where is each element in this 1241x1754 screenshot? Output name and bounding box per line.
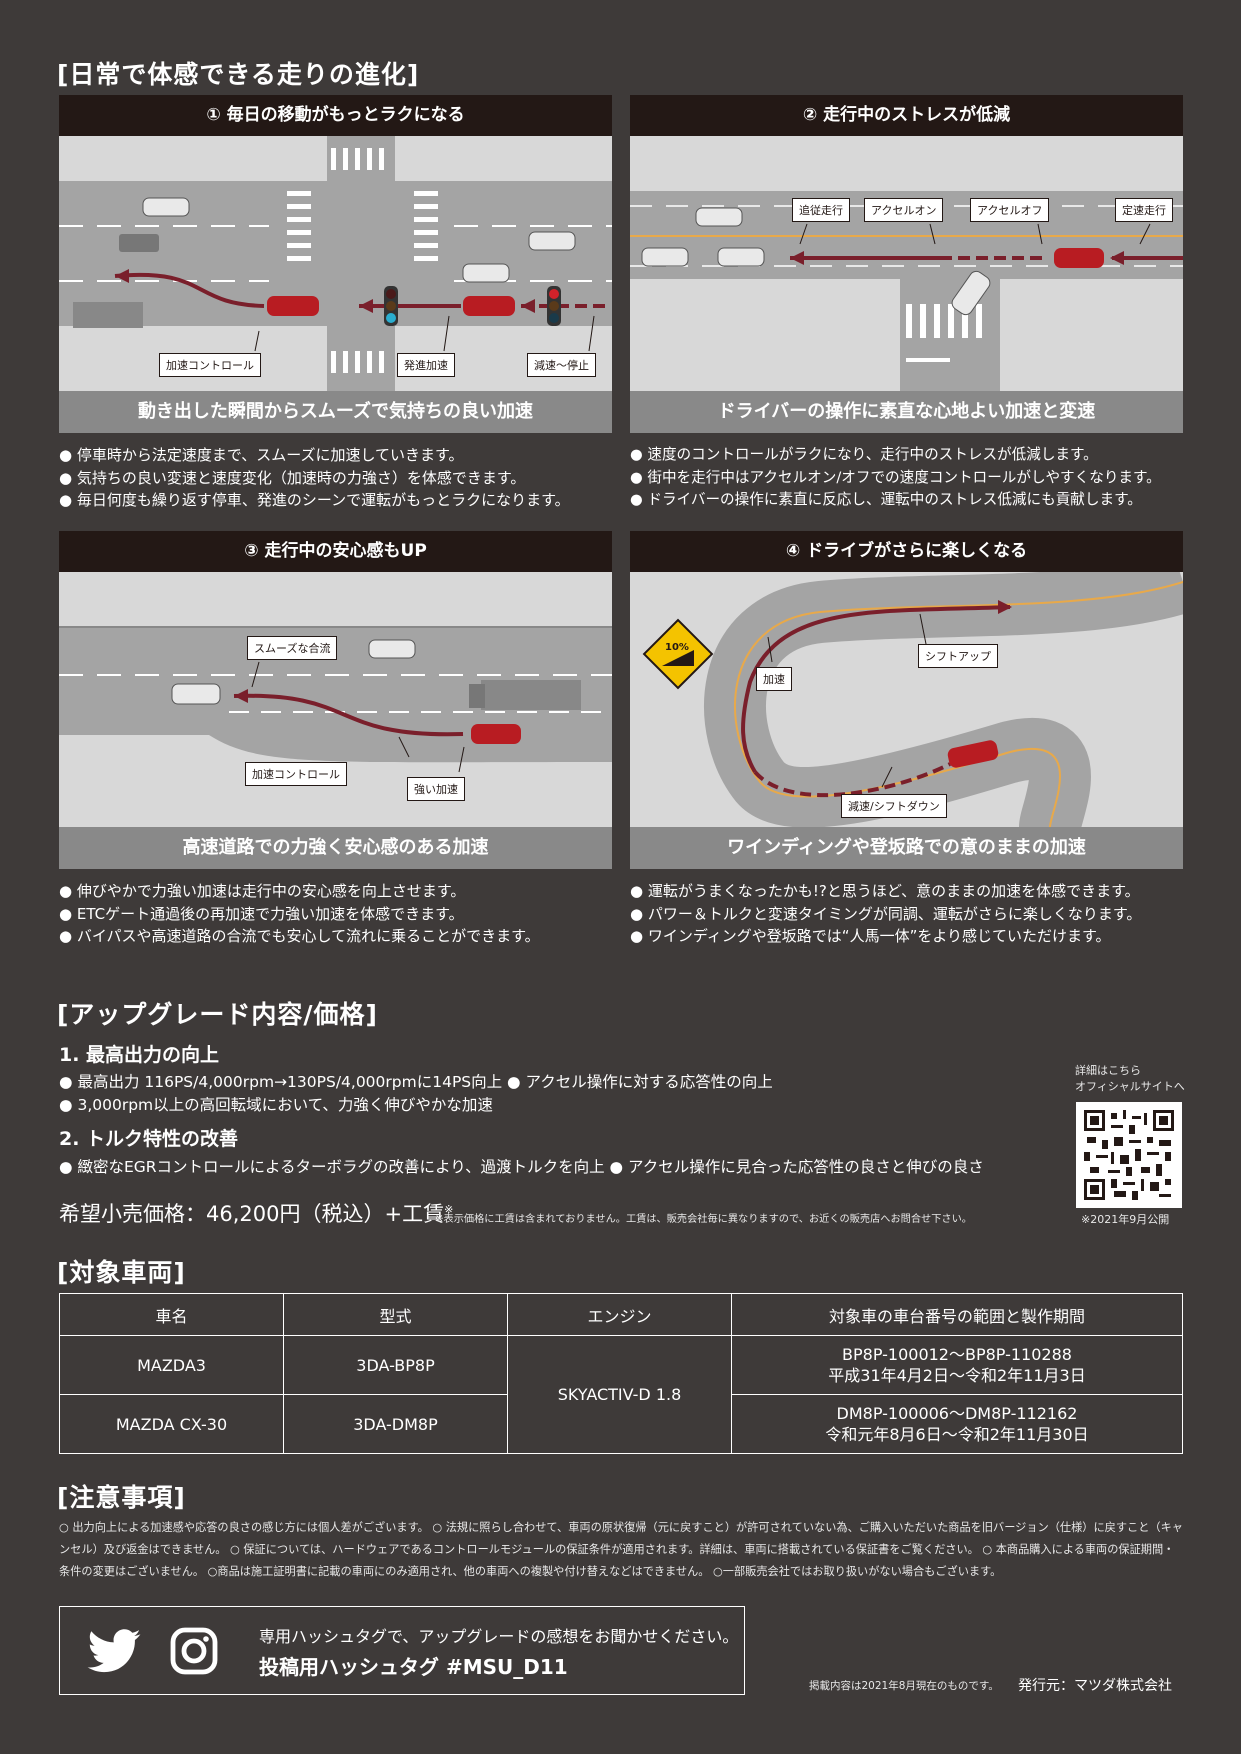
- callout-accel-off: アクセルオフ: [970, 198, 1050, 222]
- upgrade-item-1-line: ● 3,000rpm以上の高回転域において、力強く伸びやかな加速: [59, 1096, 493, 1114]
- urban-road-illustration: 追従走行 アクセルオン アクセルオフ 定速走行: [630, 136, 1183, 391]
- panel-highway-safety: ③ 走行中の安心感もUP スムーズな合流 加速コントロール 強い加速 高速道路で: [59, 531, 612, 869]
- bullet: ● 速度のコントロールがラクになり、走行中のストレスが低減します。: [630, 446, 1098, 463]
- table-header: エンジン: [507, 1293, 732, 1336]
- bullet: ● 気持ちの良い変速と速度変化（加速時の力強さ）を体感できます。: [59, 468, 526, 487]
- upgrade-item-1-title: 1. 最高出力の向上: [59, 1044, 220, 1066]
- section-title-evolution: [日常で体感できる走りの進化]: [57, 60, 420, 89]
- vehicle-model: 3DA-DM8P: [283, 1394, 508, 1454]
- hashtag: 投稿用ハッシュタグ #MSU_D11: [259, 1655, 568, 1679]
- panel-daily-driving: ① 毎日の移動がもっとラクになる: [59, 95, 612, 433]
- table-header: 対象車の車台番号の範囲と製作期間: [731, 1293, 1183, 1336]
- price-mark: ※: [444, 1203, 454, 1216]
- footer-publisher: 発行元：マツダ株式会社: [1018, 1678, 1172, 1694]
- panel-footer: 動き出した瞬間からスムーズで気持ちの良い加速: [59, 391, 612, 433]
- hashtag-invite: 専用ハッシュタグで、アップグレードの感想をお聞かせください。: [259, 1627, 739, 1646]
- vehicle-range: DM8P-100006〜DM8P-112162 令和元年8月6日〜令和2年11月…: [731, 1394, 1183, 1454]
- qr-label-line: オフィシャルサイトへ: [1075, 1080, 1185, 1093]
- notes-text: ○ 出力向上による加速感や応答の良さの感じ方には個人差がございます。 ○ 法規に…: [59, 1521, 1183, 1578]
- bullet: ● バイパスや高速道路の合流でも安心して流れに乗ることができます。: [59, 927, 540, 945]
- panel-header: ① 毎日の移動がもっとラクになる: [59, 95, 612, 136]
- table-row: MAZDA3 3DA-BP8P SKYACTIV-D 1.8 BP8P-1000…: [59, 1335, 1183, 1454]
- callout-start-accel: 発進加速: [397, 353, 455, 377]
- production-period: 平成31年4月2日〜令和2年11月3日: [828, 1366, 1086, 1385]
- callout-smooth-merge: スムーズな合流: [247, 636, 338, 660]
- price: 希望小売価格：46,200円（税込）+工賃: [59, 1202, 445, 1226]
- production-period: 令和元年8月6日〜令和2年11月30日: [825, 1425, 1089, 1444]
- table-header: 車名: [59, 1293, 284, 1336]
- instagram-icon[interactable]: [170, 1627, 218, 1675]
- section-title-upgrade: [アップグレード内容/価格]: [57, 1000, 378, 1029]
- table-header-row: 車名 型式 エンジン 対象車の車台番号の範囲と製作期間: [59, 1293, 1183, 1336]
- winding-road-illustration: 10% 加速 シフトアップ 減速/シフトダウン: [630, 572, 1183, 827]
- upgrade-item-1-line: ● 最高出力 116PS/4,000rpm→130PS/4,000rpmに14P…: [59, 1073, 773, 1091]
- panel-stress-reduction: ② 走行中のストレスが低減: [630, 95, 1183, 433]
- vehicle-table: 車名 型式 エンジン 対象車の車台番号の範囲と製作期間 MAZDA3 3DA-B…: [59, 1293, 1183, 1454]
- bullet: ● 毎日何度も繰り返す停車、発進のシーンで運転がもっとラクになります。: [59, 491, 570, 509]
- panel-header: ② 走行中のストレスが低減: [630, 95, 1183, 136]
- bullet: ● パワー＆トルクと変速タイミングが同調、運転がさらに楽しくなります。: [630, 904, 1142, 923]
- callout-accel-control: 加速コントロール: [159, 353, 261, 377]
- vehicle-engine: SKYACTIV-D 1.8: [507, 1335, 732, 1454]
- panel-header: ④ ドライブがさらに楽しくなる: [630, 531, 1183, 572]
- callout-shift-up: シフトアップ: [918, 644, 998, 668]
- callout-strong-accel: 強い加速: [407, 777, 465, 801]
- callout-following: 追従走行: [792, 198, 850, 222]
- chassis-range: BP8P-100012〜BP8P-110288: [842, 1345, 1072, 1364]
- panel-bullets: ● 運転がうまくなったかも!?と思うほど、意のままの加速を体感できます。 ● パ…: [630, 880, 1190, 948]
- bullet: ● 街中を走行中はアクセルオン/オフでの速度コントロールがしやすくなります。: [630, 468, 1161, 486]
- vehicle-model: 3DA-BP8P: [283, 1335, 508, 1395]
- callout-shift-down: 減速/シフトダウン: [841, 794, 947, 818]
- social-box: 専用ハッシュタグで、アップグレードの感想をお聞かせください。 投稿用ハッシュタグ…: [59, 1606, 745, 1695]
- grade-sign: 10%: [665, 642, 689, 653]
- bullet: ● 運転がうまくなったかも!?と思うほど、意のままの加速を体感できます。: [630, 882, 1140, 900]
- callout-cruise: 定速走行: [1115, 198, 1173, 222]
- callout-decel-stop: 減速〜停止: [527, 353, 596, 377]
- vehicle-name: MAZDA3: [59, 1335, 284, 1395]
- panel-footer: ワインディングや登坂路での意のままの加速: [630, 827, 1183, 869]
- bullet: ● ドライバーの操作に素直に反応し、運転中のストレス低減にも貢献します。: [630, 491, 1142, 508]
- chassis-range: DM8P-100006〜DM8P-112162: [836, 1404, 1078, 1423]
- qr-code[interactable]: [1076, 1102, 1182, 1208]
- panel-bullets: ● 伸びやかで力強い加速は走行中の安心感を向上させます。 ● ETCゲート通過後…: [59, 880, 619, 948]
- panel-header: ③ 走行中の安心感もUP: [59, 531, 612, 572]
- price-line: 希望小売価格：46,200円（税込）+工賃※: [59, 1198, 453, 1228]
- highway-merge-illustration: スムーズな合流 加速コントロール 強い加速: [59, 572, 612, 827]
- table-row: MAZDA CX-30 3DA-DM8P DM8P-100006〜DM8P-11…: [59, 1394, 1183, 1454]
- qr-caption: ※2021年9月公開: [1081, 1213, 1170, 1226]
- section-title-vehicles: [対象車両]: [57, 1258, 186, 1287]
- panel-bullets: ● 速度のコントロールがラクになり、走行中のストレスが低減します。 ● 街中を走…: [630, 444, 1190, 512]
- upgrade-item-2-line: ● 緻密なEGRコントロールによるターボラグの改善により、過渡トルクを向上 ● …: [59, 1158, 984, 1176]
- footer-date-note: 掲載内容は2021年8月現在のものです。: [809, 1680, 999, 1692]
- qr-code-icon: [1084, 1110, 1174, 1200]
- callout-accel-on: アクセルオン: [864, 198, 944, 222]
- panel-footer: ドライバーの操作に素直な心地よい加速と変速: [630, 391, 1183, 433]
- qr-label: 詳細はこちら オフィシャルサイトへ: [1075, 1063, 1185, 1095]
- bullet: ● ETCゲート通過後の再加速で力強い加速を体感できます。: [59, 904, 464, 923]
- bullet: ● 停車時から法定速度まで、スムーズに加速していきます。: [59, 446, 464, 464]
- table-header: 型式: [283, 1293, 508, 1336]
- upgrade-item-2-title: 2. トルク特性の改善: [59, 1128, 239, 1150]
- callout-accel-control: 加速コントロール: [245, 762, 347, 786]
- bullet: ● 伸びやかで力強い加速は走行中の安心感を向上させます。: [59, 882, 466, 900]
- callout-accel: 加速: [756, 667, 792, 691]
- intersection-illustration: 加速コントロール 発進加速 減速〜停止: [59, 136, 612, 391]
- twitter-icon[interactable]: [87, 1629, 141, 1673]
- panel-footer: 高速道路での力強く安心感のある加速: [59, 827, 612, 869]
- price-note: ※表示価格に工賃は含まれておりません。工賃は、販売会社毎に異なりますので、お近く…: [435, 1214, 972, 1225]
- vehicle-range: BP8P-100012〜BP8P-110288 平成31年4月2日〜令和2年11…: [731, 1335, 1183, 1395]
- qr-label-line: 詳細はこちら: [1075, 1064, 1141, 1077]
- section-title-notes: [注意事項]: [57, 1483, 186, 1512]
- bullet: ● ワインディングや登坂路では“人馬一体”をより感じていただけます。: [630, 927, 1111, 945]
- panel-driving-fun: ④ ドライブがさらに楽しくなる 10% 加速 シフトアップ 減速/シフトダウン …: [630, 531, 1183, 869]
- panel-bullets: ● 停車時から法定速度まで、スムーズに加速していきます。 ● 気持ちの良い変速と…: [59, 444, 619, 512]
- vehicle-name: MAZDA CX-30: [59, 1394, 284, 1454]
